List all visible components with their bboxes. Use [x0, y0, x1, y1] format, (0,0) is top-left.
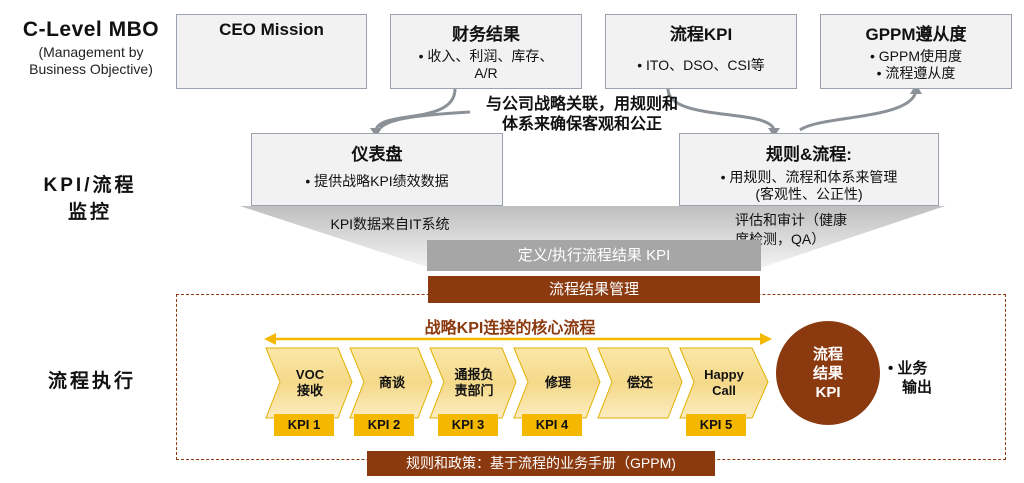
core-span-right-head — [760, 333, 772, 345]
step-negotiate-label: 商谈 — [378, 375, 405, 390]
step-happy-call-line-2: Call — [712, 383, 736, 398]
funnel-left-text: KPI数据来自IT系统 — [330, 216, 450, 232]
kpi-badge-1: KPI 1 — [274, 414, 334, 436]
rules-process-body-2: (客观性、公正性) — [755, 186, 863, 202]
step-repair-label: 修理 — [544, 375, 571, 390]
step-notify-label: 通报负 责部门 — [442, 367, 506, 399]
connector-kpi-head — [768, 128, 780, 137]
rules-process-box: 规则&流程: • 用规则、流程和体系来管理 (客观性、公正性) — [679, 133, 939, 206]
core-span-left-head — [264, 333, 276, 345]
process-result-kpi-circle: 流程 结果 KPI — [776, 321, 880, 425]
gppm-compliance-body-2: • 流程遵从度 — [876, 65, 956, 81]
funnel-right-line-1: 评估和审计（健康 — [735, 212, 847, 228]
mbo-subtitle: (Management by Business Objective) — [6, 44, 176, 78]
strategy-link-line-2: 体系来确保客观和公正 — [501, 116, 662, 133]
strategy-link-line-1: 与公司战略关联，用规则和 — [485, 96, 678, 113]
step-happy-call-line-1: Happy — [704, 367, 744, 382]
connector-finance-head — [370, 128, 382, 137]
kpi-badge-3: KPI 3 — [438, 414, 498, 436]
step-repay-label: 偿还 — [626, 375, 653, 390]
process-kpi-box: 流程KPI • ITO、DSO、CSI等 — [605, 14, 797, 89]
dashboard-box: 仪表盘 • 提供战略KPI绩效数据 — [251, 133, 503, 206]
kpi-monitor-line-1: KPI/流程 — [43, 175, 137, 196]
kpi-badge-2: KPI 2 — [354, 414, 414, 436]
chevron-step-1 — [265, 347, 353, 419]
gppm-compliance-box: GPPM遵从度 • GPPM使用度 • 流程遵从度 — [820, 14, 1012, 89]
chevron-step-3 — [429, 347, 517, 419]
mbo-title: C-Level MBO — [22, 18, 160, 41]
circle-line-2: 结果 — [812, 365, 843, 382]
ceo-mission-box: CEO Mission — [176, 14, 367, 89]
financial-results-body-1: • 收入、利润、库存、 — [418, 48, 554, 64]
financial-results-title: 财务结果 — [452, 25, 520, 44]
step-notify-line-1: 通报负 — [454, 367, 494, 382]
dashboard-body: • 提供战略KPI绩效数据 — [305, 173, 449, 189]
core-process-title: 战略KPI连接的核心流程 — [424, 320, 596, 337]
circle-line-3: KPI — [815, 384, 841, 401]
rules-process-body-1: • 用规则、流程和体系来管理 — [720, 169, 898, 185]
financial-results-box: 财务结果 • 收入、利润、库存、 A/R — [390, 14, 582, 89]
connector-gppm — [799, 88, 918, 132]
rules-process-title: 规则&流程: — [766, 145, 852, 164]
connector-gppm-head — [910, 84, 922, 94]
chevron-step-5 — [597, 347, 683, 419]
rules-policy-bar: 规则和政策：基于流程的业务手册（GPPM) — [367, 451, 715, 476]
mbo-subtitle-line-1: (Management by — [38, 44, 144, 60]
kpi-badge-5: KPI 5 — [686, 414, 746, 436]
ceo-mission-title: CEO Mission — [219, 20, 324, 39]
financial-results-body-2: A/R — [474, 65, 498, 81]
process-result-mgmt-bar: 流程结果管理 — [428, 276, 760, 303]
step-voc-line-1: VOC — [295, 367, 325, 382]
business-output-line-2: 输出 — [902, 379, 933, 396]
gppm-compliance-body-1: • GPPM使用度 — [869, 48, 963, 64]
process-kpi-title: 流程KPI — [669, 25, 733, 44]
chevron-step-4 — [513, 347, 601, 419]
process-kpi-body: • ITO、DSO、CSI等 — [637, 57, 765, 73]
business-output-line-1: • 业务 — [888, 360, 928, 377]
circle-line-1: 流程 — [812, 346, 843, 363]
chevron-step-6 — [679, 347, 769, 419]
connector-cross — [378, 110, 471, 130]
step-happy-call-label: Happy Call — [692, 367, 756, 399]
kpi-monitor-line-2: 监控 — [67, 202, 112, 223]
strategy-link-text: 与公司战略关联，用规则和 体系来确保客观和公正 — [452, 95, 712, 135]
step-notify-line-2: 责部门 — [454, 383, 494, 398]
kpi-monitor-label: KPI/流程 监控 — [20, 172, 160, 226]
mbo-subtitle-line-2: Business Objective) — [29, 61, 153, 77]
business-output-label: • 业务 输出 — [888, 359, 958, 397]
step-voc-label: VOC 接收 — [280, 367, 340, 399]
kpi-badge-4: KPI 4 — [522, 414, 582, 436]
gppm-compliance-title: GPPM遵从度 — [865, 25, 967, 44]
process-execution-label: 流程执行 — [47, 371, 136, 392]
chevron-step-2 — [349, 347, 433, 419]
define-kpi-bar: 定义/执行流程结果 KPI — [427, 240, 761, 271]
dashboard-title: 仪表盘 — [351, 145, 403, 164]
step-voc-line-2: 接收 — [296, 383, 323, 398]
funnel-shape — [240, 206, 945, 268]
connector-kpi — [666, 88, 776, 131]
